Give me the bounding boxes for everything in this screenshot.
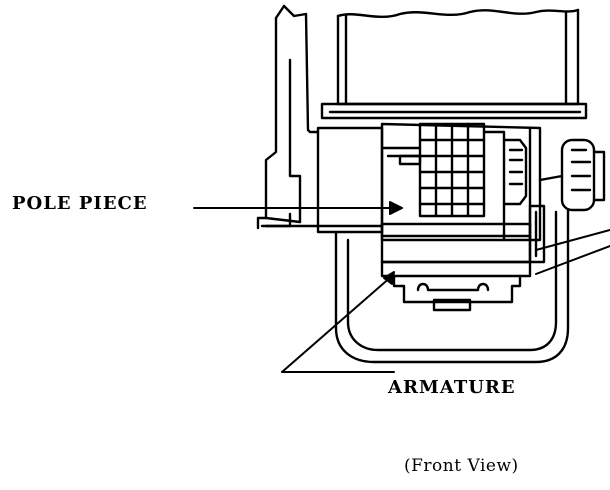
- frame-left: [256, 4, 320, 230]
- coil-housing: [320, 8, 588, 120]
- leader-lines: [193, 201, 610, 373]
- terminal-screws: [502, 138, 606, 212]
- armature-label: ARMATURE: [388, 377, 516, 398]
- pole-piece-label: POLE PIECE: [12, 193, 148, 214]
- yoke-bracket: [334, 208, 570, 364]
- armature-plate: [380, 260, 532, 312]
- view-caption: (Front View): [404, 456, 519, 476]
- relay-body: [316, 122, 542, 242]
- pole-piece: [380, 204, 546, 264]
